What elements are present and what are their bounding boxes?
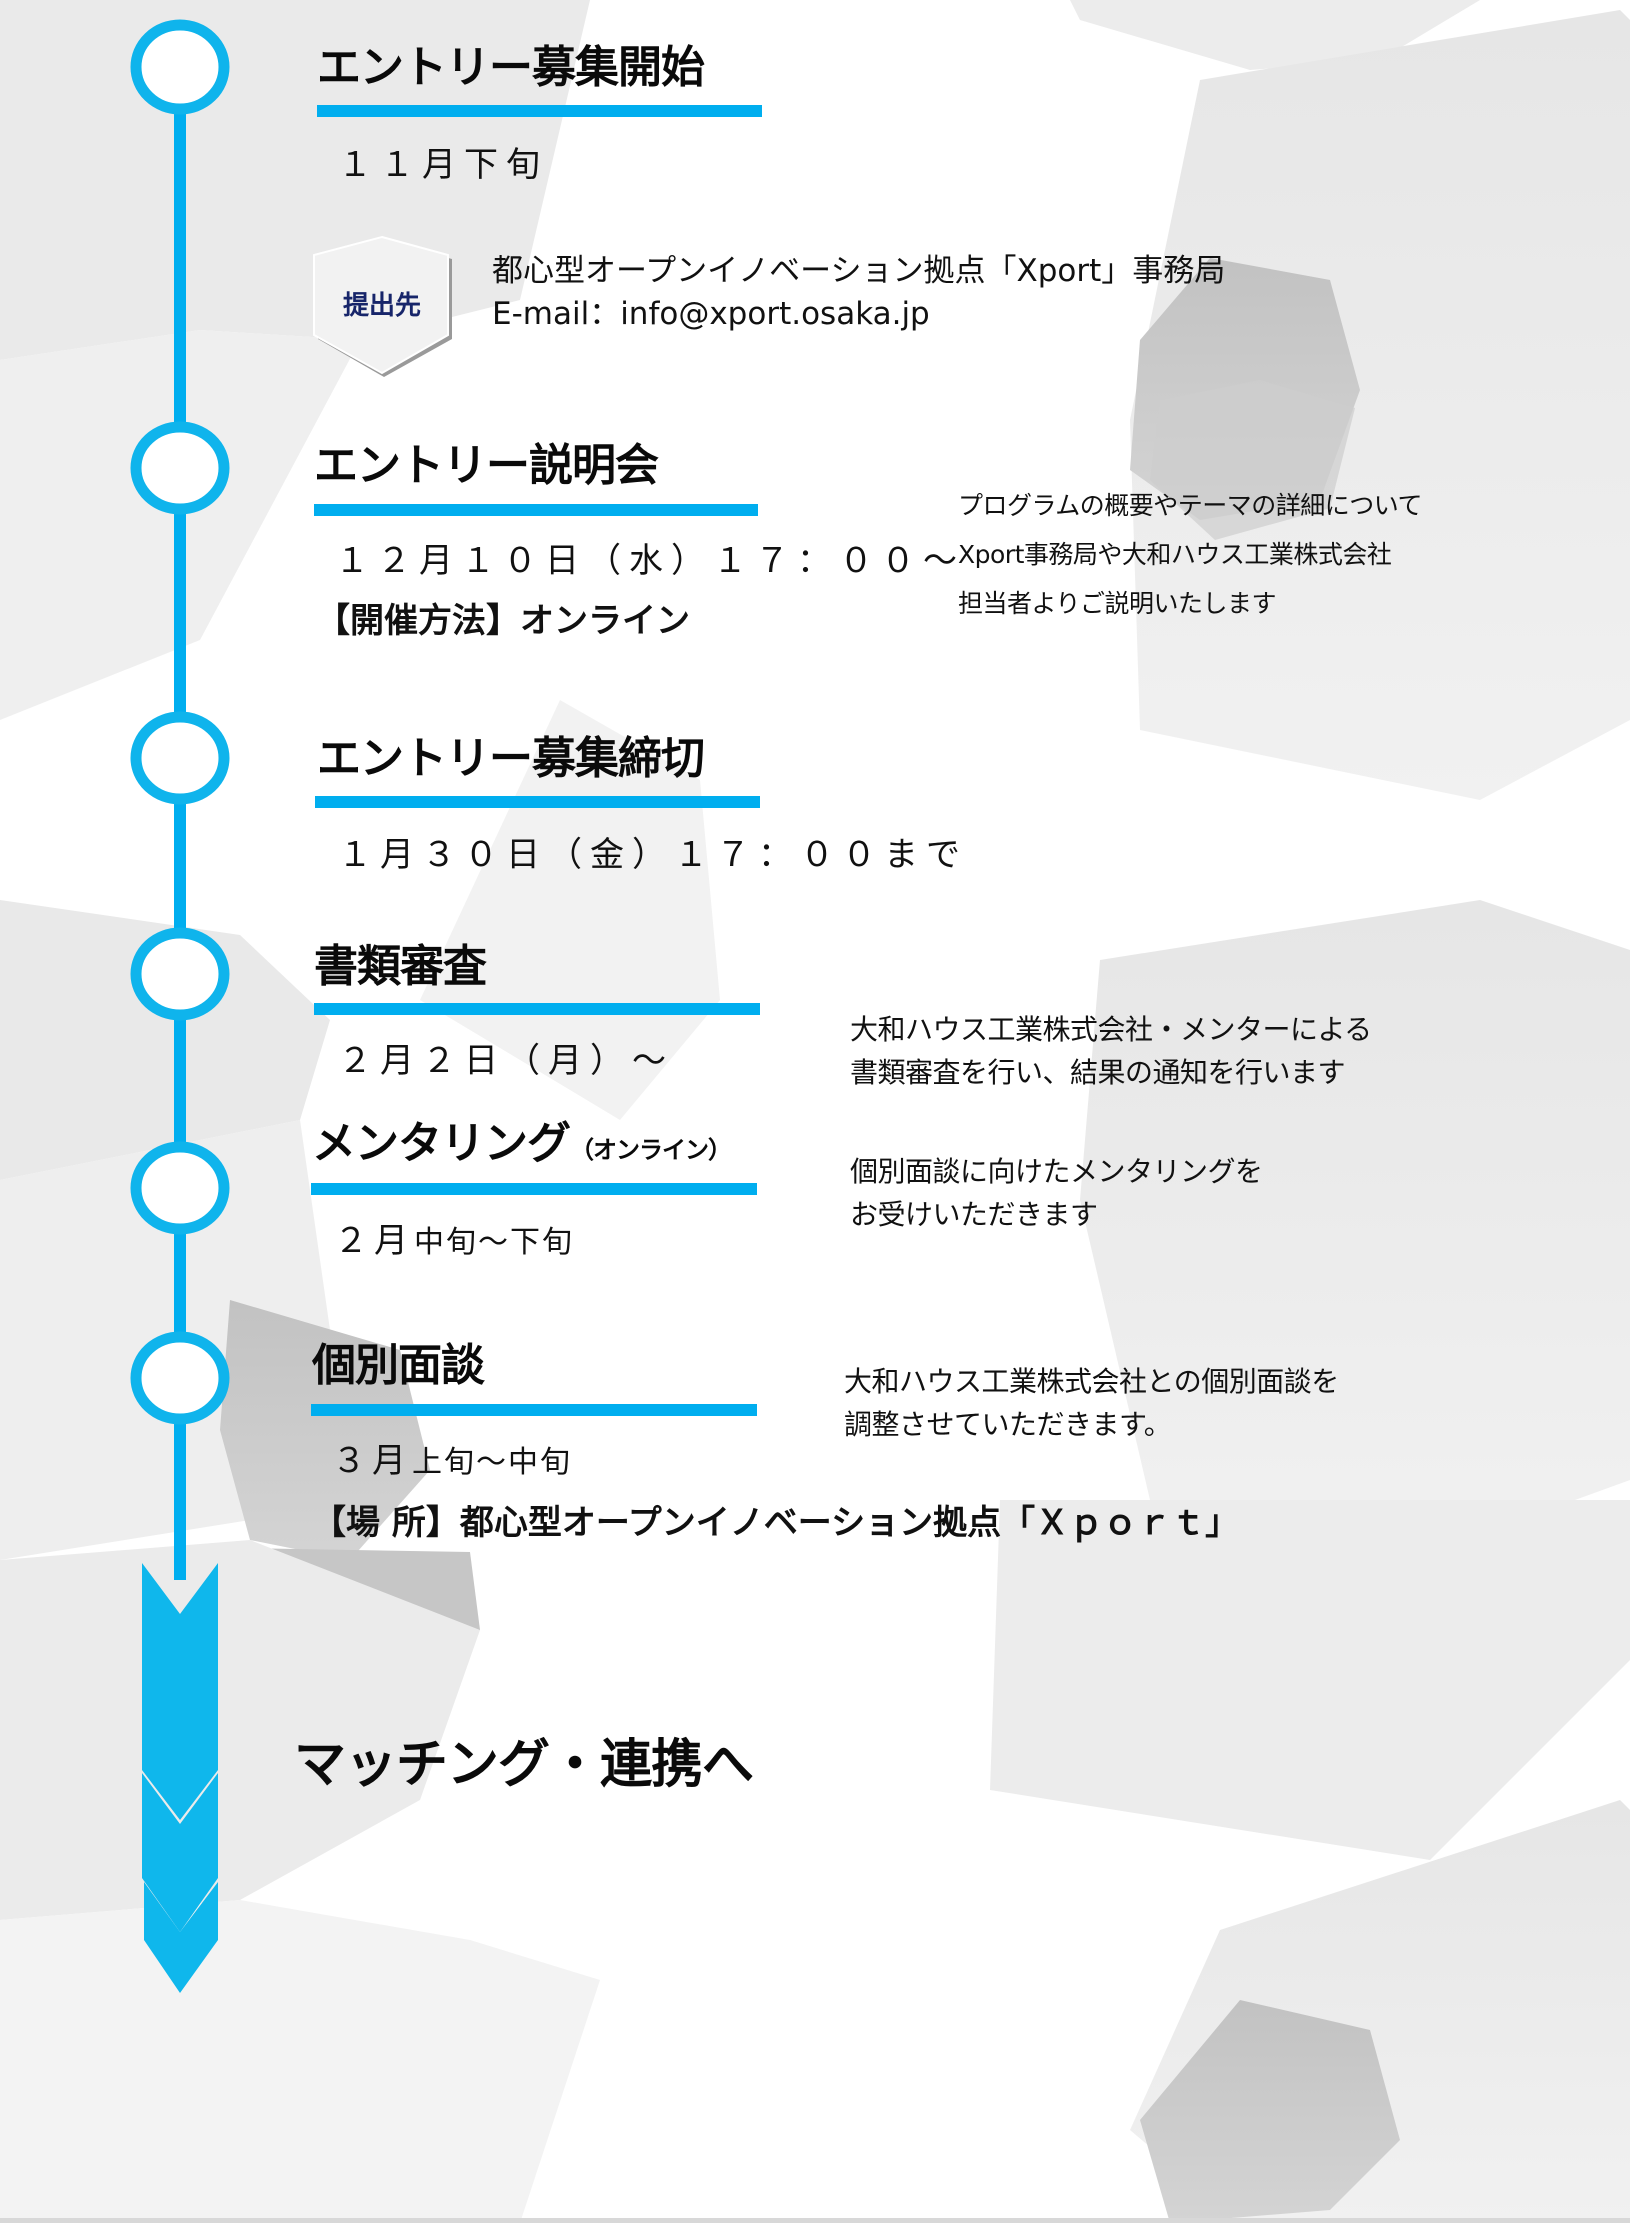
title-underline bbox=[317, 105, 762, 117]
step-date: ３月上旬～中旬 bbox=[332, 1441, 572, 1481]
briefing-description: プログラムの概要やテーマの詳細について Xport事務局や大和ハウス工業株式会社… bbox=[958, 491, 1423, 618]
timeline-node-5 bbox=[130, 1141, 230, 1235]
step-title-individual-interview: 個別面談 bbox=[312, 1340, 485, 1391]
review-description: 大和ハウス工業株式会社・メンターによる 書類審査を行い、結果の通知を行います bbox=[850, 1013, 1372, 1090]
step-title-entry-deadline: エントリー募集締切 bbox=[317, 733, 705, 784]
timeline-rail bbox=[130, 19, 230, 1993]
step-title-entry-open: エントリー募集開始 bbox=[317, 42, 705, 93]
title-underline bbox=[311, 1183, 757, 1195]
step-title-mentoring: メンタリング（オンライン） bbox=[312, 1118, 732, 1169]
timeline-node-6 bbox=[130, 1331, 230, 1425]
timeline-node-1 bbox=[130, 19, 230, 115]
submission-email[interactable]: E-mail：info@xport.osaka.jp bbox=[492, 296, 930, 332]
step-date: ２月２日（月）～ bbox=[338, 1041, 674, 1081]
hexagon-icon bbox=[313, 235, 452, 377]
interview-description: 大和ハウス工業株式会社との個別面談を 調整させていただきます。 bbox=[844, 1365, 1339, 1442]
submission-office: 都心型オープンイノベーション拠点「Xport」事務局 bbox=[492, 253, 1226, 289]
badge-label: 提出先 bbox=[342, 291, 421, 321]
timeline-node-4 bbox=[130, 927, 230, 1021]
step-date: １月３０日（金）１７：００まで bbox=[338, 835, 968, 875]
briefing-method: 【開催方法】オンライン bbox=[316, 601, 690, 641]
step-date: １１月下旬 bbox=[338, 145, 548, 185]
title-underline bbox=[311, 1404, 757, 1416]
submission-badge: 提出先 bbox=[310, 235, 454, 377]
mentoring-description: 個別面談に向けたメンタリングを お受けいただきます bbox=[850, 1155, 1263, 1232]
step-date: ２月中旬～下旬 bbox=[334, 1221, 574, 1261]
title-underline bbox=[314, 1003, 760, 1015]
timeline-node-3 bbox=[130, 711, 230, 805]
mentoring-online-note: （オンライン） bbox=[570, 1136, 732, 1164]
step-date: １２月１０日（水）１７：００～ bbox=[335, 541, 965, 581]
interview-location: 【場 所】都心型オープンイノベーション拠点「Ｘｐｏｒｔ」 bbox=[312, 1503, 1240, 1543]
title-underline bbox=[315, 796, 760, 808]
down-arrow-icon bbox=[142, 1563, 218, 1993]
timeline-node-2 bbox=[130, 421, 230, 515]
step-title-briefing: エントリー説明会 bbox=[314, 440, 659, 491]
final-step-matching: マッチング・連携へ bbox=[294, 1735, 754, 1795]
step-title-document-review: 書類審査 bbox=[314, 941, 487, 992]
title-underline bbox=[314, 504, 758, 516]
